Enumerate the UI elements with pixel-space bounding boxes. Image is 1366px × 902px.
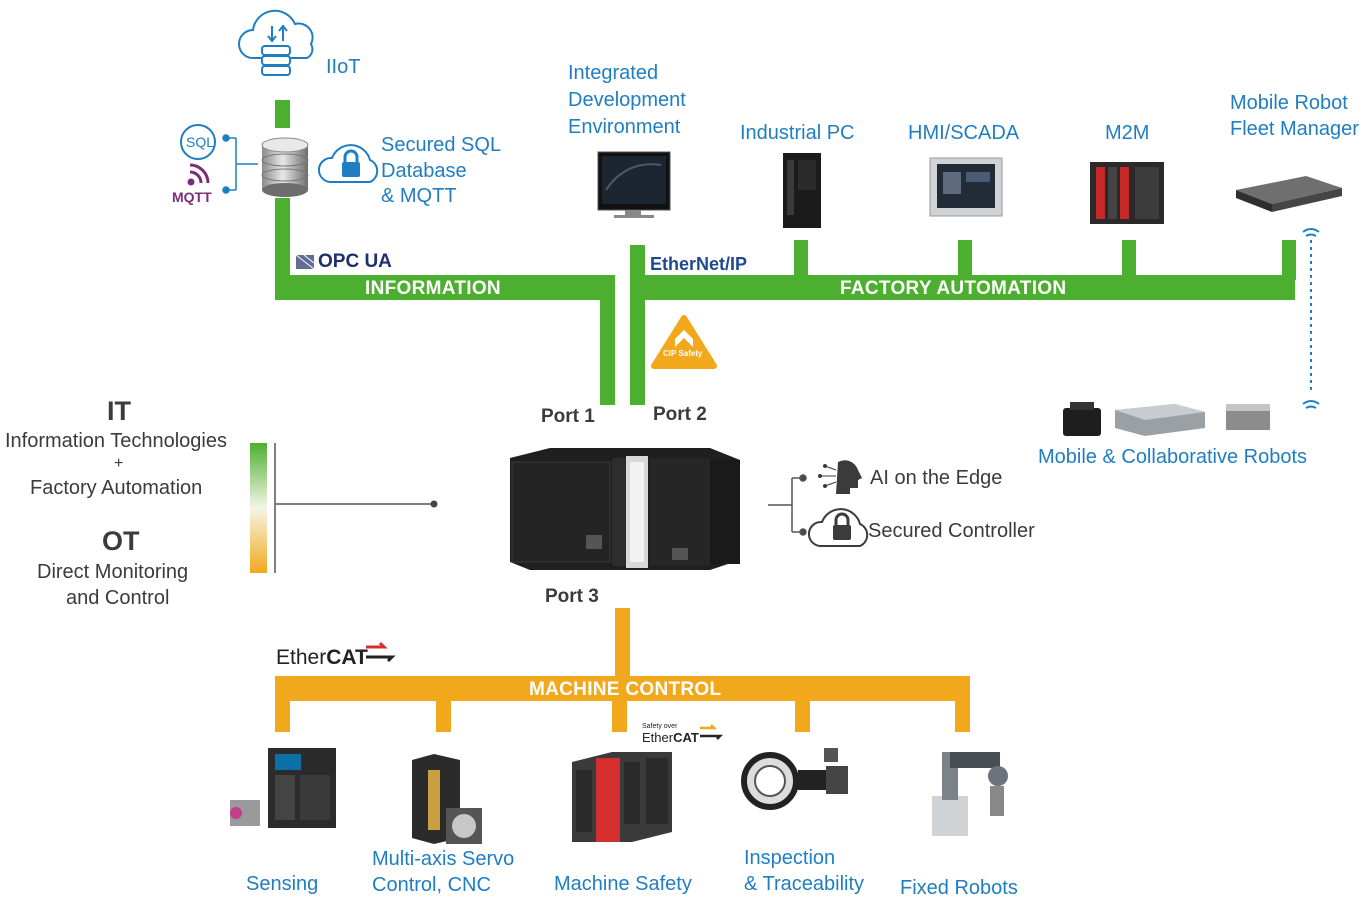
fixed-robots-label: Fixed Robots xyxy=(900,877,1018,899)
secured-controller-icon xyxy=(808,508,869,547)
mobile-robots-icon xyxy=(1063,402,1270,436)
opc-ua-label: OPC UA xyxy=(318,251,392,272)
database-label-line3: & MQTT xyxy=(381,185,457,207)
db-connector-bracket xyxy=(222,134,258,194)
machine-safety-label: Machine Safety xyxy=(554,873,692,895)
factory-automation-bus xyxy=(630,240,1296,405)
hmi-scada-label: HMI/SCADA xyxy=(908,122,1020,144)
database-icon xyxy=(261,137,309,197)
secured-controller-label: Secured Controller xyxy=(868,520,1035,542)
m2m-module-icon xyxy=(1090,162,1164,224)
sensing-label: Sensing xyxy=(246,873,319,895)
safety-ethercat-cat: CAT xyxy=(673,730,699,745)
inspection-label-line1: Inspection xyxy=(744,847,836,869)
controller-icon xyxy=(510,448,740,570)
iiot-label: IIoT xyxy=(326,56,361,78)
industrial-pc-label: Industrial PC xyxy=(740,122,855,144)
mobile-robots-label: Mobile & Collaborative Robots xyxy=(1038,446,1308,468)
ethercat-cat: CAT xyxy=(326,646,368,669)
lock-cloud-icon xyxy=(318,144,379,183)
ot-title: OT xyxy=(102,526,140,556)
it-title: IT xyxy=(107,396,131,426)
rack-server-icon xyxy=(1236,176,1342,212)
ide-label-line3: Environment xyxy=(568,116,681,138)
sql-badge-icon xyxy=(180,124,216,160)
factory-automation-bus-label: FACTORY AUTOMATION xyxy=(840,278,1067,299)
port2-label: Port 2 xyxy=(653,404,707,425)
servo-label-line2: Control, CNC xyxy=(372,874,491,896)
vision-sensor-icon xyxy=(230,748,336,828)
hmi-panel-icon xyxy=(929,157,1003,217)
database-label-line1: Secured SQL xyxy=(381,134,502,156)
it-line1: Information Technologies xyxy=(5,430,227,452)
ide-label-line1: Integrated xyxy=(568,62,659,84)
ot-line1: Direct Monitoring xyxy=(37,561,189,583)
it-line2: Factory Automation xyxy=(30,477,203,499)
information-bus xyxy=(275,100,615,405)
ide-label-line2: Development xyxy=(568,89,686,111)
inspection-label-line2: & Traceability xyxy=(744,873,865,895)
safety-ethercat-label: EtherCAT xyxy=(642,730,699,745)
monitor-icon xyxy=(597,151,671,218)
safety-ethercat-ether: Ether xyxy=(642,730,674,745)
ai-on-edge-label: AI on the Edge xyxy=(870,467,1003,489)
ring-light-camera-icon xyxy=(741,748,848,810)
controller-features-bracket xyxy=(768,474,807,536)
industrial-pc-icon xyxy=(783,153,821,228)
ethercat-label: EtherCAT xyxy=(276,646,368,670)
it-ot-connector xyxy=(274,443,438,573)
servo-label-line1: Multi-axis Servo xyxy=(372,848,515,870)
machine-control-bus-label: MACHINE CONTROL xyxy=(529,679,722,700)
safety-io-icon xyxy=(572,752,672,842)
opc-ua-logo-icon xyxy=(295,254,315,270)
safety-ethercat-arrow-icon xyxy=(700,724,724,740)
information-bus-label: INFORMATION xyxy=(365,278,501,299)
fleet-manager-label-line2: Fleet Manager xyxy=(1230,118,1359,140)
ot-line2: and Control xyxy=(66,587,170,609)
port3-label: Port 3 xyxy=(545,586,599,607)
sql-badge-label: SQL xyxy=(186,134,215,150)
ethercat-arrow-icon xyxy=(366,641,396,663)
scara-robot-icon xyxy=(932,752,1008,836)
ethercat-ether: Ether xyxy=(276,646,327,669)
cip-safety-logo-icon xyxy=(651,315,717,369)
port1-label: Port 1 xyxy=(541,406,595,427)
it-plus: + xyxy=(114,455,124,472)
machine-control-bus xyxy=(275,608,970,732)
cloud-icon xyxy=(238,9,314,76)
fleet-manager-label-line1: Mobile Robot xyxy=(1230,92,1348,114)
wireless-link xyxy=(1302,228,1320,409)
ai-head-icon xyxy=(818,460,862,494)
servo-drive-icon xyxy=(412,754,482,844)
it-ot-gradient-bar xyxy=(250,443,267,573)
m2m-label: M2M xyxy=(1105,122,1150,144)
mqtt-signal-icon xyxy=(187,163,210,186)
safety-over-label: Safety over xyxy=(642,723,678,730)
mqtt-badge-label: MQTT xyxy=(172,189,212,205)
cip-safety-label: CIP Safety xyxy=(663,349,703,358)
database-label-line2: Database xyxy=(381,160,467,182)
ethernet-ip-label: EtherNet/IP xyxy=(650,254,748,274)
